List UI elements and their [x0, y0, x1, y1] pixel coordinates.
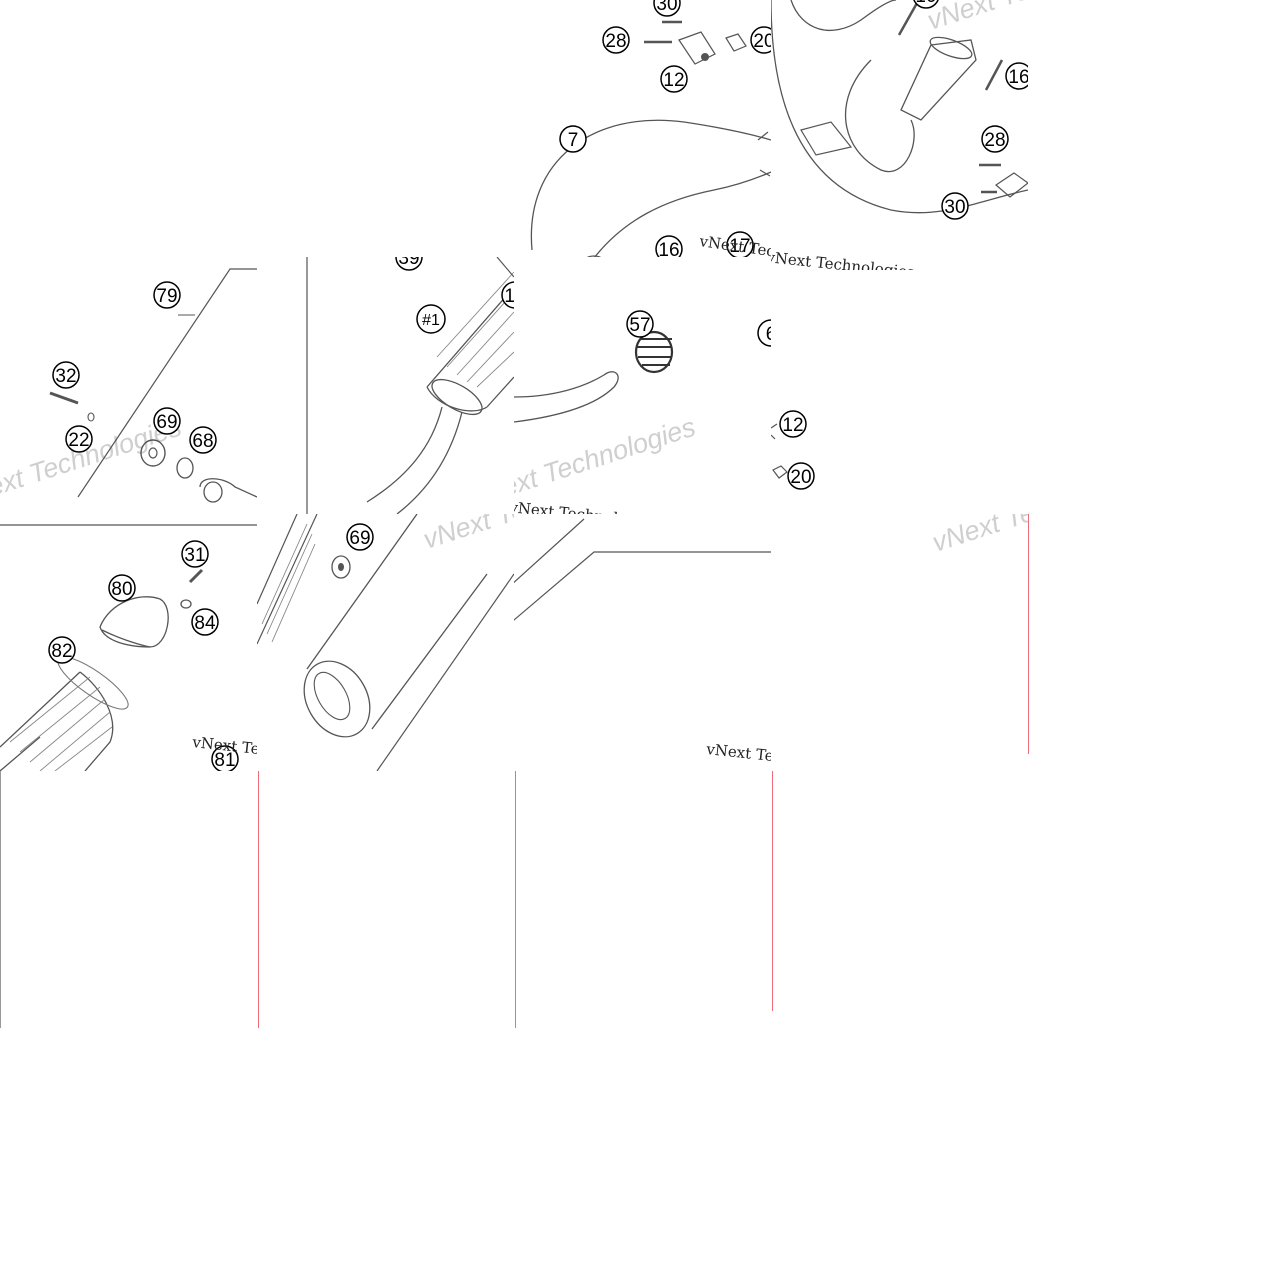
callout-68: 68 [189, 426, 217, 454]
svg-text:57: 57 [629, 315, 650, 336]
svg-text:28: 28 [984, 130, 1005, 151]
coupling-drawing: vNext Technologies 57 6 vNext Technologi… [514, 310, 771, 527]
watermark-text: vNext Technologies [929, 514, 1028, 558]
diagram-tile-bracket-hardware: vNext Technologies 79 32 22 69 68 vNext … [0, 257, 257, 527]
svg-text:28: 28 [605, 31, 626, 52]
silencer-tube-drawing: vNext Technologies 69 [257, 514, 514, 771]
clip-hardware-drawing: 12 20 [771, 410, 815, 490]
svg-text:30: 30 [656, 0, 677, 15]
brand-label: vNext Technologies [771, 248, 916, 270]
callout-69: 69 [153, 407, 181, 435]
diagram-tile-blank-bottom-1 [0, 771, 257, 1028]
svg-text:82: 82 [51, 641, 72, 662]
diagram-tile-clip-hardware: 12 20 [771, 270, 1028, 514]
callout-6: 6 [757, 319, 771, 347]
tile-seam [0, 771, 1, 1028]
svg-text:17: 17 [729, 236, 750, 257]
diagram-tile-header-pipe: vNext Technologies 30 28 12 20 7 16 17 v… [514, 0, 771, 296]
brand-label: vNext Technologies [705, 740, 771, 771]
diagram-tile-silencer-tube: vNext Technologies 69 [257, 514, 514, 771]
svg-text:32: 32 [55, 366, 76, 387]
diagram-tile-blank-bottom-4 [771, 771, 1028, 1011]
callout-30: 30 [653, 0, 681, 17]
svg-text:12: 12 [782, 415, 803, 436]
callout-12: 12 [660, 65, 688, 93]
diagram-tile-expansion-chamber: vNext Technologies 10 16 28 30 vNext Tec… [771, 0, 1028, 270]
callout-31: 31 [181, 540, 209, 568]
svg-text:16: 16 [658, 240, 679, 261]
coupling-spring [634, 330, 674, 374]
svg-text:20: 20 [753, 31, 771, 52]
callout-69: 69 [346, 523, 374, 551]
svg-text:84: 84 [194, 613, 216, 634]
diagram-tile-coupling: vNext Technologies 57 6 vNext Technologi… [514, 257, 771, 527]
callout-81: 81 [211, 745, 239, 771]
expansion-chamber-drawing: vNext Technologies 10 16 28 30 vNext Tec… [771, 0, 1028, 270]
callout-39: 39 [395, 257, 423, 271]
svg-text:6: 6 [766, 324, 771, 345]
svg-text:68: 68 [192, 431, 213, 452]
bracket-hardware-drawing: vNext Technologies 79 32 22 69 68 vNext … [0, 257, 257, 526]
svg-text:81: 81 [214, 750, 235, 771]
diagram-tile-clip-nut: 20 vNext Technologies [514, 514, 771, 771]
callout-28: 28 [981, 125, 1009, 153]
diagram-tile-blank-bottom-2 [257, 771, 514, 1028]
header-pipe-drawing: vNext Technologies 30 28 12 20 7 16 17 v… [514, 0, 771, 295]
svg-text:31: 31 [184, 545, 205, 566]
diagram-tile-blank-right: vNext Technologies [771, 514, 1028, 754]
tile-seam [258, 771, 259, 1028]
watermark-text: vNext Technologies [924, 0, 1028, 36]
tile-seam [772, 771, 773, 1011]
svg-text:80: 80 [111, 579, 132, 600]
svg-text:10: 10 [915, 0, 936, 7]
end-cap-drawing: 31 80 84 82 81 vNext Technologies [0, 540, 257, 771]
svg-text:7: 7 [568, 130, 579, 151]
svg-text:12: 12 [663, 70, 684, 91]
callout-57: 57 [626, 310, 654, 338]
callout-20: 20 [750, 26, 771, 54]
callout-22: 22 [65, 425, 93, 453]
callout-30: 30 [941, 192, 969, 220]
svg-text:69: 69 [156, 412, 177, 433]
diagram-tile-silencer-body: 39 #1 10 [257, 257, 514, 514]
watermark-text: vNext Technologies [420, 514, 514, 555]
watermark-text: vNext Technologies [514, 412, 699, 513]
silencer-body-drawing: 39 #1 10 [306, 257, 514, 514]
callout-84: 84 [191, 608, 219, 636]
callout-80: 80 [108, 574, 136, 602]
svg-text:30: 30 [944, 197, 965, 218]
tile-seam [515, 771, 516, 1028]
callout-#1: #1 [416, 304, 446, 334]
diagram-tile-blank-bottom-3 [514, 771, 771, 1028]
callout-20: 20 [787, 462, 815, 490]
callout-7: 7 [559, 125, 587, 153]
callout-16: 16 [1005, 62, 1028, 90]
clip-nut-drawing: 20 vNext Technologies [514, 518, 771, 771]
tile-seam [1028, 514, 1029, 754]
svg-text:20: 20 [790, 467, 811, 488]
svg-text:39: 39 [398, 257, 419, 269]
svg-text:22: 22 [68, 430, 89, 451]
callout-10: 10 [501, 281, 514, 309]
callout-82: 82 [48, 636, 76, 664]
svg-text:10: 10 [504, 286, 514, 307]
svg-text:79: 79 [156, 286, 177, 307]
callout-12: 12 [779, 410, 807, 438]
callout-10: 10 [913, 0, 939, 9]
brand-label: vNext Technologies [184, 257, 257, 269]
callout-79: 79 [153, 281, 181, 309]
diagram-tile-end-cap: 31 80 84 82 81 vNext Technologies [0, 527, 257, 771]
svg-text:69: 69 [349, 528, 370, 549]
svg-text:16: 16 [1008, 67, 1028, 88]
svg-text:#1: #1 [422, 312, 440, 329]
callout-32: 32 [52, 361, 80, 389]
callout-28: 28 [602, 26, 630, 54]
